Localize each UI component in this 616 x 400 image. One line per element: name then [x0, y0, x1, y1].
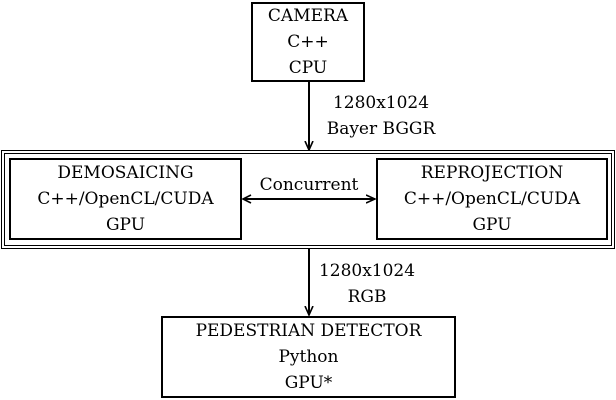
demosaicing-title: DEMOSAICING	[57, 163, 194, 183]
demosaicing-device: GPU	[105, 215, 146, 235]
pedestrian-lang: Python	[278, 347, 339, 367]
pedestrian-detector-node: PEDESTRIAN DETECTOR Python GPU*	[161, 316, 456, 398]
camera-lang: C++	[287, 32, 329, 52]
reprojection-node: REPROJECTION C++/OpenCL/CUDA GPU	[376, 158, 608, 240]
reprojection-title: REPROJECTION	[420, 163, 564, 183]
demosaicing-node: DEMOSAICING C++/OpenCL/CUDA GPU	[9, 158, 242, 240]
camera-node: CAMERA C++ CPU	[251, 2, 365, 82]
edge-label-concurrent: Concurrent	[259, 175, 359, 195]
pedestrian-title: PEDESTRIAN DETECTOR	[195, 321, 422, 341]
demosaicing-lang: C++/OpenCL/CUDA	[37, 189, 214, 209]
edge-label-detector-resolution: 1280x1024	[318, 261, 416, 281]
pedestrian-device: GPU*	[284, 373, 333, 393]
edge-label-camera-resolution: 1280x1024	[332, 93, 430, 113]
reprojection-lang: C++/OpenCL/CUDA	[403, 189, 581, 209]
edge-label-camera-format: Bayer BGGR	[326, 119, 436, 139]
edge-label-camera: 1280x1024 Bayer BGGR	[316, 90, 446, 142]
camera-device: CPU	[288, 58, 328, 78]
edge-label-detector-format: RGB	[347, 287, 387, 307]
processing-group	[1, 150, 615, 249]
reprojection-device: GPU	[472, 215, 512, 235]
edge-label-detector: 1280x1024 RGB	[302, 258, 432, 310]
camera-title: CAMERA	[267, 6, 349, 26]
processing-group-inner	[4, 153, 612, 246]
